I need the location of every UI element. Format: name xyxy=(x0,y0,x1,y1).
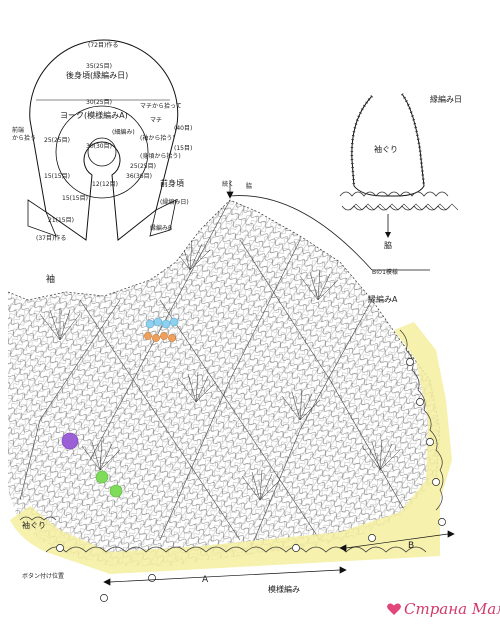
chart-guides xyxy=(19,200,411,551)
yoke-m15b: 15(15目) xyxy=(62,195,88,202)
yoke-title: ヨーク(模様編みA) xyxy=(60,110,128,120)
yoke-sleeve-pick: (袖から拾う) xyxy=(140,134,175,142)
green-bead-1 xyxy=(95,470,109,484)
yoke-ring xyxy=(29,39,179,241)
armhole-fan-row xyxy=(349,203,459,211)
yoke-count15: (15目) xyxy=(174,145,192,152)
chart-outline xyxy=(7,199,441,481)
yoke-m30: 30(30目) xyxy=(86,143,112,150)
yoke-front-neck: 前身頃 xyxy=(160,178,184,188)
yoke-m37: (37目)作る xyxy=(36,234,66,242)
row-number-markers xyxy=(56,358,446,602)
yoke-count40: (40目) xyxy=(174,125,192,132)
yoke-m25-right: 25(25目) xyxy=(130,163,156,170)
main-arrow-a: A xyxy=(202,575,209,585)
yoke-row35: 35(25目) xyxy=(86,63,112,70)
main-border-a: 縁編みA xyxy=(368,294,398,304)
yoke-gusset: マチ xyxy=(150,117,162,124)
main-b-note: Bの1模様 xyxy=(372,268,398,276)
armhole-outline xyxy=(351,93,425,197)
main-continue-note: 続く xyxy=(222,180,234,188)
main-armhole-label: 袖ぐり xyxy=(22,520,46,530)
yoke-m36: 36(36目) xyxy=(126,173,152,180)
yoke-outer-circ: (72目)作る xyxy=(88,41,118,49)
yoke-turn: 縁編みB xyxy=(150,224,172,232)
watermark-heart-icon xyxy=(387,603,401,615)
armhole-edge-stitches-left xyxy=(350,95,373,187)
armhole-border-detail: 縁編み日 袖ぐり 脇 xyxy=(339,93,462,250)
bead-markers xyxy=(61,317,179,498)
green-bead-2 xyxy=(109,484,123,498)
yoke-join-note: マチから拾って xyxy=(140,102,182,110)
main-side-label: 脇 xyxy=(246,183,252,190)
yoke-m21: 21(15目) xyxy=(48,217,74,224)
watermark-text: Страна Мам xyxy=(404,600,500,618)
main-arrow-b: B xyxy=(408,541,414,551)
yoke-front-border: (縁編み日) xyxy=(160,198,189,206)
yoke-right-panel xyxy=(149,199,177,237)
yoke-pick-front: (身頃から拾う) xyxy=(140,152,181,160)
yoke-center-hole xyxy=(87,137,117,167)
yoke-rib: (細編み) xyxy=(112,128,135,136)
armhole-scallops xyxy=(339,191,451,211)
yoke-left-side2: から拾う xyxy=(12,134,36,142)
armhole-edge-stitches-right xyxy=(400,93,426,187)
main-sleeve-label: 袖 xyxy=(46,273,55,285)
yoke-left-side: 前端 xyxy=(12,126,24,134)
yoke-m25-left: 25(25目) xyxy=(44,137,70,144)
yoke-inner-ring xyxy=(55,105,149,199)
border-band-highlight xyxy=(10,322,452,574)
yoke-left-panel xyxy=(27,199,57,237)
armhole-arrow-head xyxy=(385,232,391,238)
purple-bead xyxy=(61,432,79,450)
yoke-m15a: 15(15目) xyxy=(44,173,70,180)
orange-beads xyxy=(144,332,176,342)
dimension-arrows xyxy=(103,180,455,586)
top-arc xyxy=(229,195,373,271)
collar-bottom: 脇 xyxy=(384,241,392,250)
watermark: Страна Мам xyxy=(386,598,500,622)
main-button-note: ボタン付け位置 xyxy=(22,572,64,580)
collar-label-top: 縁編み日 xyxy=(430,94,462,104)
main-bottom-label: 模様編み xyxy=(268,584,300,594)
yoke-schematic: (72目)作る 後身頃(縁編み日) 35(25目) 30(25目) ヨーク(模様… xyxy=(12,39,192,242)
yoke-row30: 30(25目) xyxy=(86,99,112,106)
blue-beads xyxy=(145,317,179,329)
yoke-back-neck: 後身頃(縁編み日) xyxy=(66,70,128,80)
collar-center: 袖ぐり xyxy=(374,144,398,154)
yoke-m12: 12(12目) xyxy=(92,181,118,188)
